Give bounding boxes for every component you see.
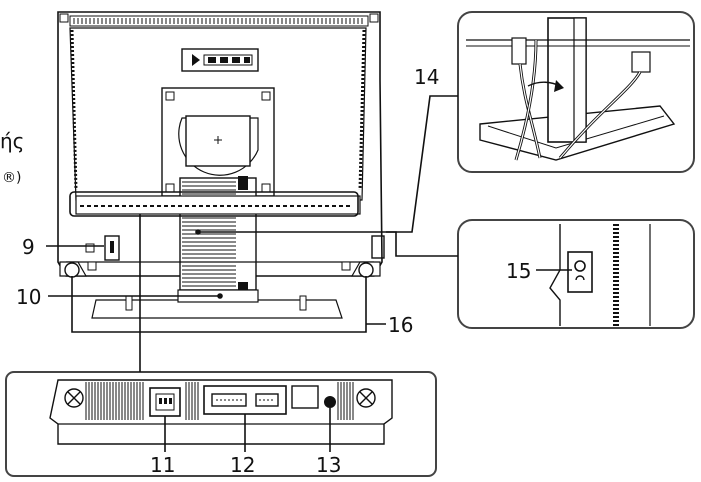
callout-10: 10: [16, 285, 41, 309]
inset-side-jack: [457, 219, 695, 329]
connector-panel: [5, 371, 437, 477]
callout-13: 13: [316, 453, 341, 477]
callout-12: 12: [230, 453, 255, 477]
inset-cable-holder: [457, 11, 695, 173]
callout-9: 9: [22, 235, 35, 259]
cropped-text-fragment: ής: [0, 129, 24, 153]
callout-14: 14: [414, 65, 439, 89]
callout-15: 15: [506, 259, 531, 283]
leader-lines: [46, 95, 572, 452]
cropped-text-fragment-sup: ®): [2, 170, 21, 186]
headphone-jack: [567, 251, 593, 293]
monitor-back: [57, 11, 383, 319]
cable-hook: [324, 396, 336, 408]
callout-11: 11: [150, 453, 175, 477]
callout-16: 16: [388, 313, 413, 337]
